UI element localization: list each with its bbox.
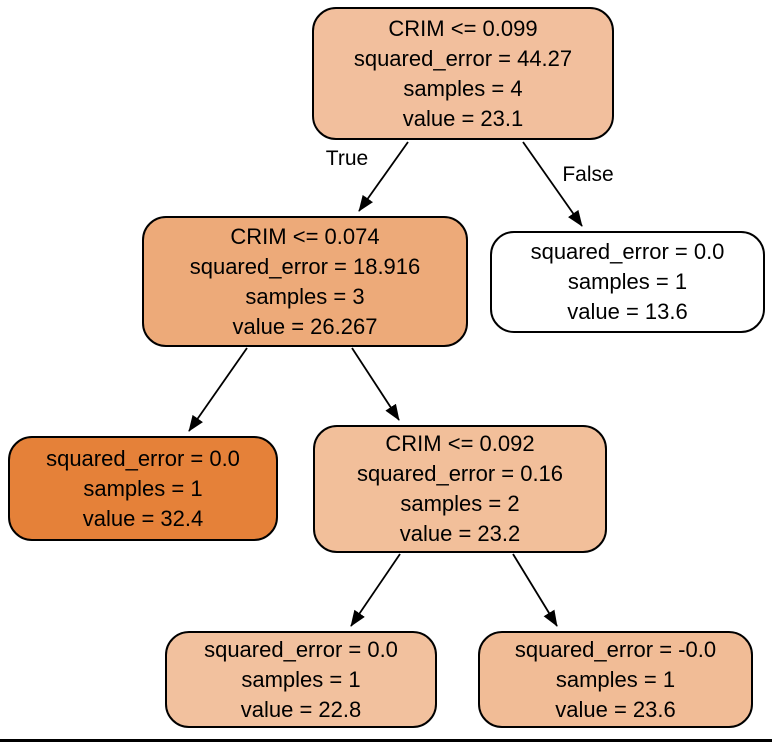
node-samples: samples = 1	[555, 666, 676, 692]
node-value: value = 23.2	[399, 521, 521, 546]
edge-mid-to-leaf228-arrow	[350, 553, 401, 627]
node-squared-error: squared_error = 0.0	[530, 239, 725, 264]
node-condition: CRIM <= 0.074	[230, 223, 380, 249]
tree-node-left-internal: CRIM <= 0.074 squared_error = 18.916 sam…	[142, 216, 468, 347]
tree-node-mid-internal: CRIM <= 0.092 squared_error = 0.16 sampl…	[313, 425, 607, 553]
edge-left-to-mid-arrow	[351, 347, 400, 421]
edge-label-false: False	[562, 163, 614, 186]
tree-node-left-left-leaf: squared_error = 0.0 samples = 1 value = …	[8, 436, 278, 541]
edge-mid-to-leaf236-arrow	[512, 553, 558, 627]
tree-node-root: CRIM <= 0.099 squared_error = 44.27 samp…	[312, 7, 614, 140]
edge-left-to-leftleaf-arrow	[188, 347, 248, 432]
node-value: value = 23.1	[402, 105, 524, 131]
node-value: value = 26.267	[232, 313, 378, 339]
node-samples: samples = 1	[241, 666, 361, 692]
node-squared-error: squared_error = 44.27	[353, 45, 573, 71]
node-squared-error: squared_error = 18.916	[189, 253, 421, 279]
edge-label-true: True	[325, 147, 369, 170]
node-samples: samples = 2	[400, 491, 520, 516]
figure-bottom-rule	[0, 739, 772, 742]
node-samples: samples = 3	[245, 283, 365, 309]
node-squared-error: squared_error = 0.0	[204, 636, 398, 662]
tree-node-leaf-23-6: squared_error = -0.0 samples = 1 value =…	[478, 631, 753, 728]
node-samples: samples = 1	[567, 269, 688, 294]
node-value: value = 23.6	[555, 696, 676, 722]
edge-root-to-right-arrow	[522, 141, 583, 227]
node-squared-error: squared_error = 0.0	[46, 445, 240, 471]
node-squared-error: squared_error = -0.0	[514, 636, 717, 662]
node-value: value = 13.6	[567, 299, 688, 324]
node-value: value = 22.8	[240, 696, 362, 722]
node-value: value = 32.4	[82, 505, 204, 531]
node-samples: samples = 1	[83, 475, 203, 501]
node-squared-error: squared_error = 0.16	[356, 461, 564, 486]
node-samples: samples = 4	[403, 75, 523, 101]
node-condition: CRIM <= 0.092	[385, 431, 535, 456]
node-condition: CRIM <= 0.099	[388, 15, 538, 41]
tree-node-right-leaf: squared_error = 0.0 samples = 1 value = …	[490, 231, 765, 333]
tree-node-leaf-22-8: squared_error = 0.0 samples = 1 value = …	[165, 631, 437, 728]
edge-root-to-left-arrow	[358, 141, 409, 212]
